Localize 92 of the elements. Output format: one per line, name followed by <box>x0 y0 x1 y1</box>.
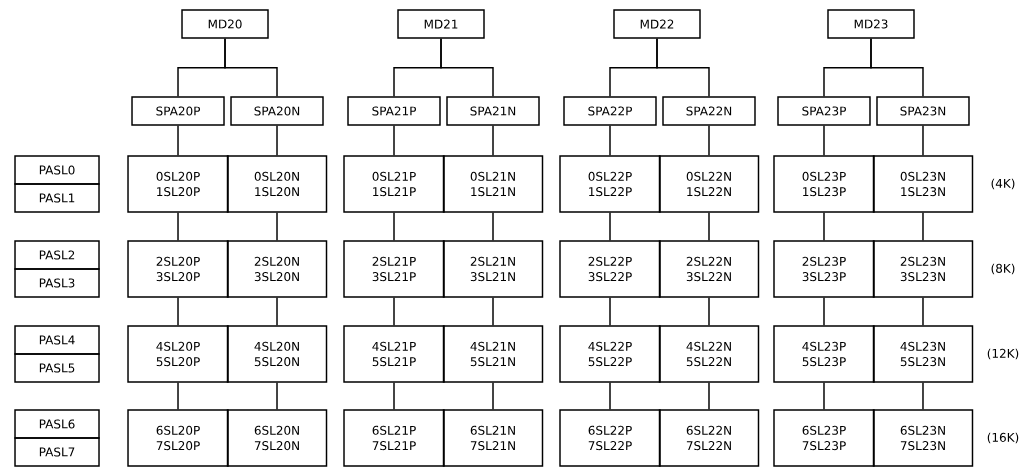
connector-line <box>609 212 611 241</box>
connector-line <box>708 125 710 156</box>
cell-box: 2SL21N 3SL21N <box>442 240 544 298</box>
size-label: (12K) <box>987 348 1019 360</box>
cell-box: 0SL23N 1SL23N <box>872 155 974 213</box>
label-box: SPA21P <box>347 96 441 126</box>
connector-line <box>492 125 494 156</box>
cell-box: 2SL21P 3SL21P <box>343 240 445 298</box>
address-box: PASL5 <box>14 353 100 383</box>
connector-line <box>393 212 395 241</box>
connector-line <box>609 382 611 410</box>
cell-box: 6SL21P 7SL21P <box>343 409 445 467</box>
connector-line <box>276 382 278 410</box>
connector-line <box>656 38 710 97</box>
label-box: SPA23N <box>876 96 970 126</box>
label-box: SPA22N <box>662 96 756 126</box>
cell-box: 6SL21N 7SL21N <box>442 409 544 467</box>
label-box: SPA20P <box>131 96 225 126</box>
cell-box: 4SL20P 5SL20P <box>127 325 229 383</box>
cell-box: 6SL22N 7SL22N <box>658 409 760 467</box>
cell-box: 6SL23P 7SL23P <box>773 409 875 467</box>
connector-line <box>922 125 924 156</box>
cell-box: 4SL22P 5SL22P <box>559 325 661 383</box>
address-box: PASL2 <box>14 240 100 270</box>
connector-line <box>224 38 278 97</box>
connector-line <box>177 382 179 410</box>
connector-line <box>492 382 494 410</box>
connector-line <box>276 297 278 326</box>
connector-line <box>177 212 179 241</box>
cell-box: 0SL22N 1SL22N <box>658 155 760 213</box>
cell-box: 6SL22P 7SL22P <box>559 409 661 467</box>
cell-box: 0SL23P 1SL23P <box>773 155 875 213</box>
cell-box: 0SL20P 1SL20P <box>127 155 229 213</box>
connector-line <box>440 38 494 97</box>
address-box: PASL7 <box>14 437 100 467</box>
connector-line <box>177 125 179 156</box>
cell-box: 4SL20N 5SL20N <box>226 325 328 383</box>
label-box: MD22 <box>613 9 701 39</box>
connector-line <box>708 382 710 410</box>
cell-box: 2SL23N 3SL23N <box>872 240 974 298</box>
cell-box: 0SL21P 1SL21P <box>343 155 445 213</box>
label-box: SPA21N <box>446 96 540 126</box>
cell-box: 2SL20N 3SL20N <box>226 240 328 298</box>
connector-line <box>708 297 710 326</box>
connector-line <box>708 212 710 241</box>
connector-line <box>823 125 825 156</box>
connector-line <box>393 382 395 410</box>
size-label: (8K) <box>991 263 1015 275</box>
cell-box: 2SL22N 3SL22N <box>658 240 760 298</box>
cell-box: 0SL22P 1SL22P <box>559 155 661 213</box>
cell-box: 6SL23N 7SL23N <box>872 409 974 467</box>
cell-box: 6SL20P 7SL20P <box>127 409 229 467</box>
connector-line <box>922 297 924 326</box>
cell-box: 4SL23N 5SL23N <box>872 325 974 383</box>
address-box: PASL6 <box>14 409 100 439</box>
connector-line <box>276 125 278 156</box>
label-box: SPA23P <box>777 96 871 126</box>
label-box: MD20 <box>181 9 269 39</box>
connector-line <box>177 297 179 326</box>
connector-line <box>823 297 825 326</box>
label-box: MD21 <box>397 9 485 39</box>
cell-box: 4SL21P 5SL21P <box>343 325 445 383</box>
label-box: MD23 <box>827 9 915 39</box>
connector-line <box>492 297 494 326</box>
connector-line <box>492 212 494 241</box>
label-box: SPA20N <box>230 96 324 126</box>
connector-line <box>609 125 611 156</box>
connector-line <box>922 382 924 410</box>
label-box: SPA22P <box>563 96 657 126</box>
cell-box: 6SL20N 7SL20N <box>226 409 328 467</box>
cell-box: 4SL22N 5SL22N <box>658 325 760 383</box>
size-label: (16K) <box>987 432 1019 444</box>
address-box: PASL0 <box>14 155 100 185</box>
connector-line <box>823 382 825 410</box>
connector-line <box>393 297 395 326</box>
address-box: PASL1 <box>14 183 100 213</box>
cell-box: 2SL22P 3SL22P <box>559 240 661 298</box>
connector-line <box>276 212 278 241</box>
connector-line <box>393 125 395 156</box>
connector-line <box>922 212 924 241</box>
connector-line <box>823 212 825 241</box>
connector-line <box>870 38 924 97</box>
size-label: (4K) <box>991 178 1015 190</box>
address-box: PASL4 <box>14 325 100 355</box>
cell-box: 4SL21N 5SL21N <box>442 325 544 383</box>
cell-box: 0SL21N 1SL21N <box>442 155 544 213</box>
cell-box: 4SL23P 5SL23P <box>773 325 875 383</box>
cell-box: 2SL23P 3SL23P <box>773 240 875 298</box>
connector-line <box>609 297 611 326</box>
address-box: PASL3 <box>14 268 100 298</box>
cell-box: 0SL20N 1SL20N <box>226 155 328 213</box>
cell-box: 2SL20P 3SL20P <box>127 240 229 298</box>
